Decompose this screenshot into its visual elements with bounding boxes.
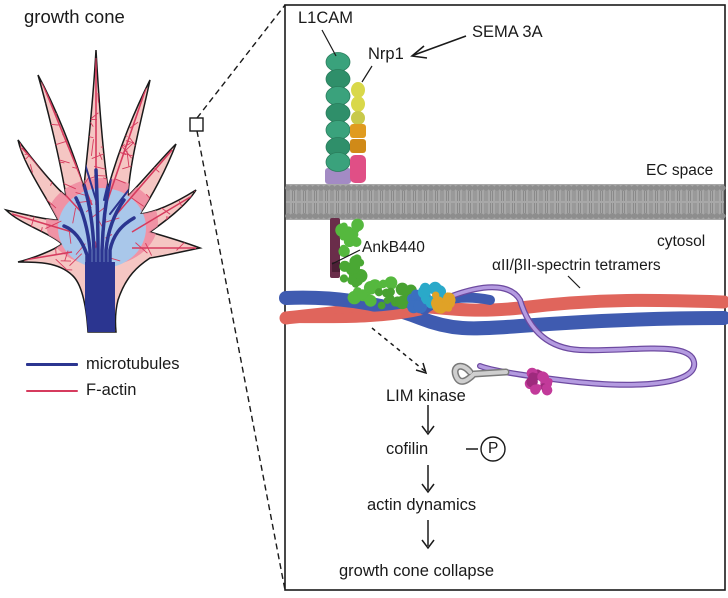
pathway-lim-kinase: LIM kinase [386,388,466,405]
pathway-cofilin: cofilin [386,441,428,458]
label-l1cam: L1CAM [298,10,353,27]
growth-cone-title: growth cone [24,8,125,27]
pathway-phospho-label: P [488,441,498,457]
plasma-membrane [285,184,726,220]
label-spectrin: αII/βII-spectrin tetramers [492,258,661,274]
pathway-growth-cone-collapse: growth cone collapse [339,563,494,580]
legend-label-factin: F-actin [86,382,136,399]
zoom-connector-lines [197,5,285,590]
zoom-region-box [190,118,203,131]
legend-label-microtubules: microtubules [86,356,180,373]
pathway-actin-dynamics: actin dynamics [367,497,476,514]
label-nrp1: Nrp1 [368,46,404,63]
label-ankb440: AnkB440 [362,240,425,256]
label-sema3a: SEMA 3A [472,24,543,41]
growth-cone [6,50,209,332]
label-ec-space: EC space [646,163,713,179]
legend-swatch-microtubules [26,363,78,366]
label-cytosol: cytosol [657,234,705,250]
legend-swatch-factin [26,390,78,392]
